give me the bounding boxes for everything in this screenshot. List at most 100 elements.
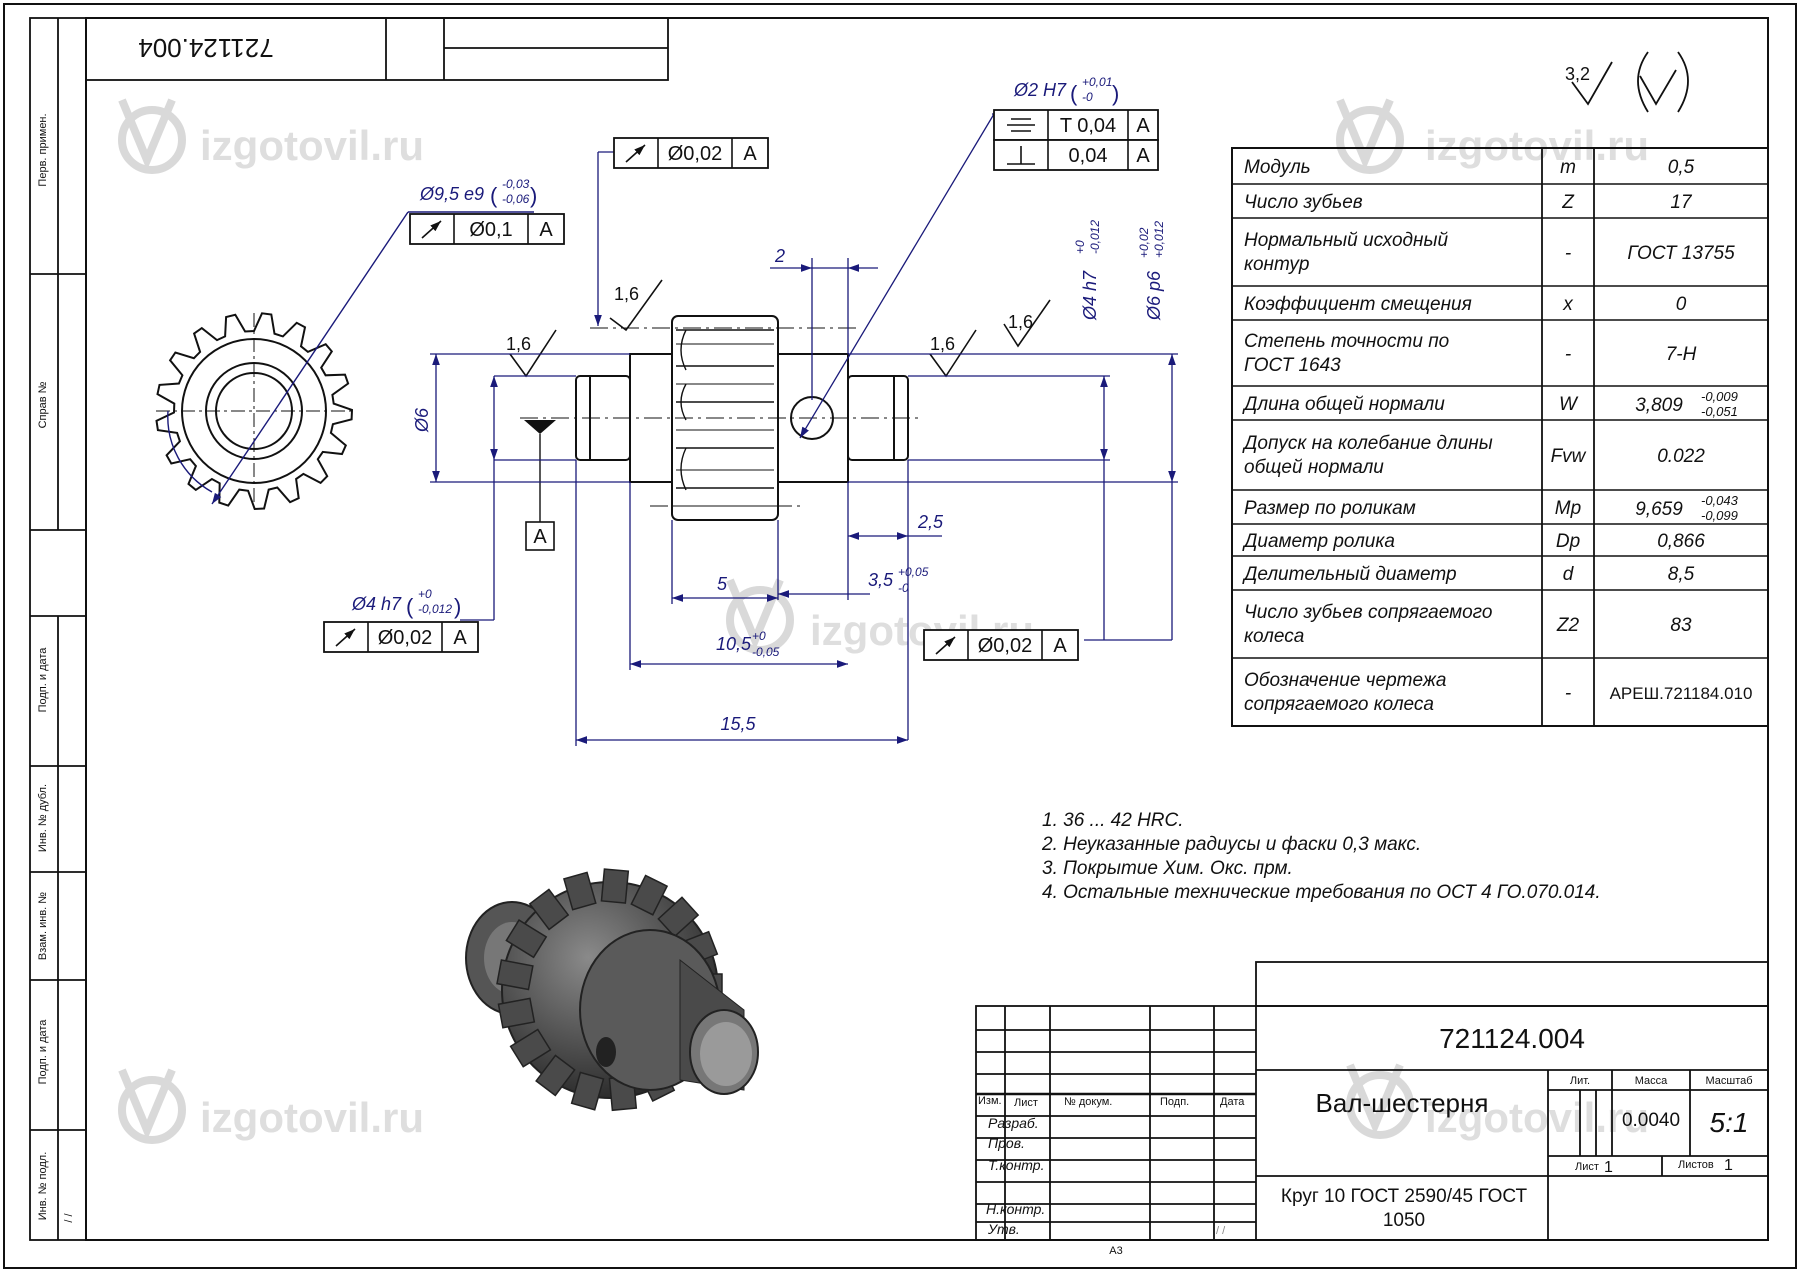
param-symbol: Mp	[1555, 498, 1581, 519]
param-value: 17	[1670, 192, 1693, 213]
param-symbol: Fvw	[1551, 446, 1587, 467]
tolerance-value: Ø0,02	[378, 627, 432, 649]
watermarks: izgotovil.ru izgotovil.ru izgotovil.ru i…	[118, 98, 1649, 1144]
param-symbol: -	[1565, 344, 1571, 365]
param-symbol: Z	[1561, 192, 1575, 213]
param-name-2: контур	[1244, 254, 1309, 275]
general-roughness-value: 3,2	[1565, 64, 1590, 84]
svg-text:Лит.: Лит.	[1570, 1075, 1590, 1087]
param-symbol: -	[1565, 683, 1571, 704]
svg-text:1: 1	[1724, 1157, 1733, 1174]
top-stamp-number: 721124.004	[138, 33, 273, 63]
shaft-side-view	[520, 315, 920, 521]
svg-text:-0: -0	[898, 581, 909, 595]
param-value: ГОСТ 13755	[1627, 243, 1735, 264]
roughness-1: 1,6	[506, 334, 531, 354]
iso-tooth	[563, 871, 597, 911]
tolerance-frame-1: Ø0,1 A	[409, 213, 565, 245]
strip-label-2: Справ №	[37, 381, 49, 428]
svg-text:5: 5	[717, 574, 728, 594]
iso-tooth	[505, 919, 548, 959]
param-value: 9,659	[1635, 499, 1683, 520]
svg-text:-0,012: -0,012	[418, 602, 452, 616]
iso-tooth	[496, 959, 534, 991]
svg-text:Масса: Масса	[1635, 1075, 1668, 1087]
svg-text:15,5: 15,5	[720, 714, 756, 734]
watermark-1: izgotovil.ru	[200, 122, 424, 169]
strip-label-1: Перв. примен.	[37, 113, 49, 186]
param-lower: -0,099	[1701, 508, 1738, 523]
note-2: 2. Неуказанные радиусы и фаски 0,3 макс.	[1041, 834, 1421, 855]
svg-text:А3: А3	[1109, 1245, 1122, 1257]
param-name-2: колеса	[1244, 626, 1304, 647]
param-name: Модуль	[1244, 157, 1311, 178]
param-name: Диаметр ролика	[1242, 531, 1395, 552]
runout-icon	[935, 636, 956, 655]
param-value: 83	[1670, 615, 1692, 636]
svg-text:+0: +0	[752, 629, 766, 643]
svg-text:-0: -0	[1082, 90, 1093, 104]
svg-text:+0: +0	[1073, 240, 1087, 254]
iso-tooth	[630, 874, 669, 916]
param-value: АРЕШ.721184.010	[1610, 684, 1753, 703]
param-symbol: Dp	[1556, 531, 1580, 552]
strip-label-3: Подп. и дата	[37, 647, 49, 713]
svg-text:Лист: Лист	[1014, 1097, 1038, 1109]
tb-mass: 0.0040	[1622, 1110, 1680, 1131]
param-value: 0.022	[1657, 446, 1705, 467]
param-value: 0,866	[1657, 531, 1705, 552]
technical-notes: 1. 36 ... 42 HRC. 2. Неуказанные радиусы…	[1041, 810, 1601, 903]
svg-text:+0,05: +0,05	[898, 565, 929, 579]
iso-tooth	[535, 1054, 576, 1097]
param-symbol: -	[1565, 243, 1571, 264]
param-lower: -0,051	[1701, 404, 1738, 419]
param-symbol: x	[1562, 294, 1574, 315]
svg-text:3,5: 3,5	[868, 570, 894, 590]
tb-scale: 5:1	[1710, 1107, 1749, 1138]
param-value: 0,5	[1668, 157, 1695, 178]
tolerance-value: Ø0,1	[469, 219, 512, 241]
svg-text:Ø2 H7: Ø2 H7	[1013, 80, 1067, 100]
tolerance-datum: A	[1136, 145, 1150, 167]
svg-text:): )	[530, 183, 537, 208]
tb-designation: 721124.004	[1439, 1023, 1585, 1054]
param-name: Степень точности по	[1244, 331, 1449, 352]
general-roughness	[1571, 51, 1689, 113]
iso-tooth	[657, 896, 700, 938]
param-symbol: Z2	[1556, 615, 1580, 636]
tolerance-value: Ø0,02	[668, 143, 722, 165]
svg-text:Масштаб: Масштаб	[1705, 1075, 1752, 1087]
svg-text:Утв.: Утв.	[987, 1221, 1020, 1237]
param-value: 0	[1676, 294, 1687, 315]
param-name: Допуск на колебание длины	[1242, 433, 1493, 454]
param-name: Число зубьев сопрягаемого	[1244, 602, 1492, 623]
svg-text:-0,03: -0,03	[502, 177, 530, 191]
tolerance-value: 0,04	[1069, 145, 1108, 167]
param-name: Обозначение чертежа	[1244, 670, 1446, 691]
svg-text:Листов: Листов	[1678, 1159, 1714, 1171]
tolerance-frame-2: Ø0,02 A	[613, 137, 769, 169]
param-symbol: d	[1563, 564, 1575, 585]
param-value: 8,5	[1668, 564, 1695, 585]
tooth-arc	[680, 447, 687, 491]
svg-text:2: 2	[774, 246, 785, 266]
dim-gear-diameter: Ø9,5 e9 -0,03 -0,06 ()	[419, 177, 537, 208]
tolerance-datum: A	[1053, 635, 1067, 657]
param-name: Длина общей нормали	[1242, 394, 1445, 415]
iso-tooth	[600, 868, 630, 904]
runout-icon	[335, 628, 356, 647]
svg-text:(: (	[1070, 81, 1078, 106]
param-upper: -0,009	[1701, 389, 1738, 404]
svg-text:+0,02: +0,02	[1137, 227, 1151, 258]
tolerance-datum: A	[1136, 115, 1150, 137]
tolerance-datum: A	[743, 143, 757, 165]
strip-label-7: Инв. № подл.	[37, 1152, 49, 1221]
param-symbol: m	[1560, 157, 1576, 178]
iso-tooth	[570, 1071, 605, 1111]
tolerance-datum: A	[539, 219, 553, 241]
